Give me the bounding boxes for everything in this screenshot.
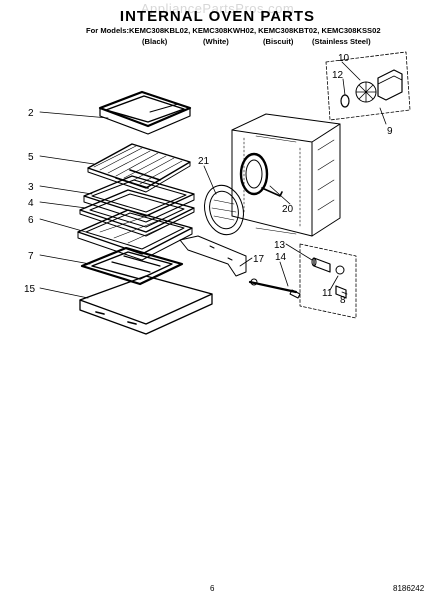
- bottom-pan[interactable]: [79, 275, 213, 335]
- callout-5: 5: [28, 152, 34, 163]
- callout-10: 10: [338, 53, 350, 64]
- callout-labels: 2 5 3 4 6 7 15 10 12 9 21 20 13 17 14 11…: [24, 53, 393, 306]
- models-line: For Models:KEMC308KBL02, KEMC308KWH02, K…: [86, 26, 381, 35]
- oven-rack[interactable]: [87, 143, 191, 193]
- callout-12: 12: [332, 70, 344, 81]
- watermark: AppliancePartsPros.com: [140, 1, 295, 16]
- callout-14: 14: [275, 252, 287, 263]
- callout-13: 13: [274, 240, 286, 251]
- fan-motor-assembly[interactable]: [325, 51, 411, 121]
- callout-15: 15: [24, 284, 36, 295]
- finish-black: (Black): [142, 37, 168, 46]
- fan-cover[interactable]: [199, 181, 249, 239]
- callout-11: 11: [322, 288, 333, 299]
- callout-6: 6: [28, 215, 34, 226]
- document-number: 8186242: [393, 584, 425, 593]
- temp-sensor[interactable]: [248, 278, 301, 299]
- bracket[interactable]: [179, 235, 247, 277]
- callout-3: 3: [28, 182, 34, 193]
- page-title: INTERNAL OVEN PARTS: [119, 8, 316, 25]
- finish-stainless: (Stainless Steel): [312, 37, 371, 46]
- callout-17: 17: [253, 254, 265, 265]
- page-number: 6: [210, 584, 215, 593]
- callout-7: 7: [28, 251, 34, 262]
- finish-biscuit: (Biscuit): [263, 37, 294, 46]
- callout-8: 8: [340, 295, 346, 306]
- heat-panel[interactable]: [77, 209, 193, 261]
- finish-white: (White): [203, 37, 229, 46]
- oven-cavity: [231, 113, 341, 237]
- callout-21: 21: [198, 156, 210, 167]
- leader-lines: [39, 61, 387, 299]
- tray-gasket[interactable]: [79, 189, 195, 237]
- broil-element[interactable]: [98, 90, 192, 135]
- callout-2: 2: [28, 108, 34, 119]
- callout-20: 20: [282, 204, 294, 215]
- callout-4: 4: [28, 198, 34, 209]
- callout-9: 9: [387, 126, 393, 137]
- convection-element[interactable]: [239, 152, 283, 197]
- light-assembly[interactable]: [299, 243, 357, 319]
- bottom-panel[interactable]: [83, 175, 195, 223]
- bake-element[interactable]: [80, 246, 184, 286]
